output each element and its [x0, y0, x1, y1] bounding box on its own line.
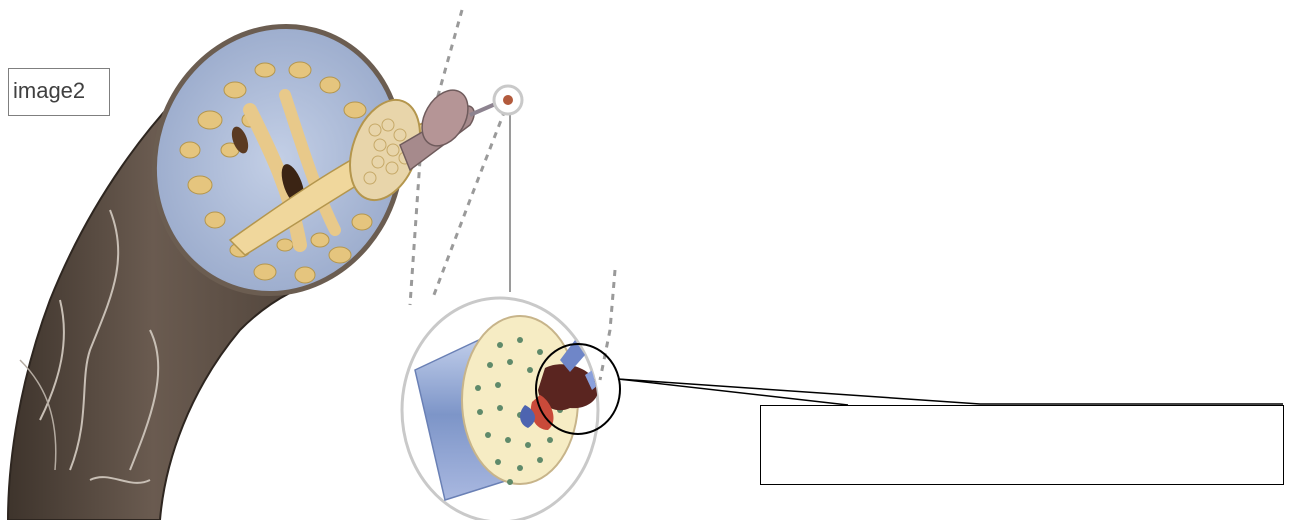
filament-zoom-view — [402, 298, 620, 520]
callout-answer-box[interactable] — [760, 405, 1284, 485]
image-label: image2 — [8, 68, 110, 116]
callout-pointer — [618, 379, 1283, 405]
